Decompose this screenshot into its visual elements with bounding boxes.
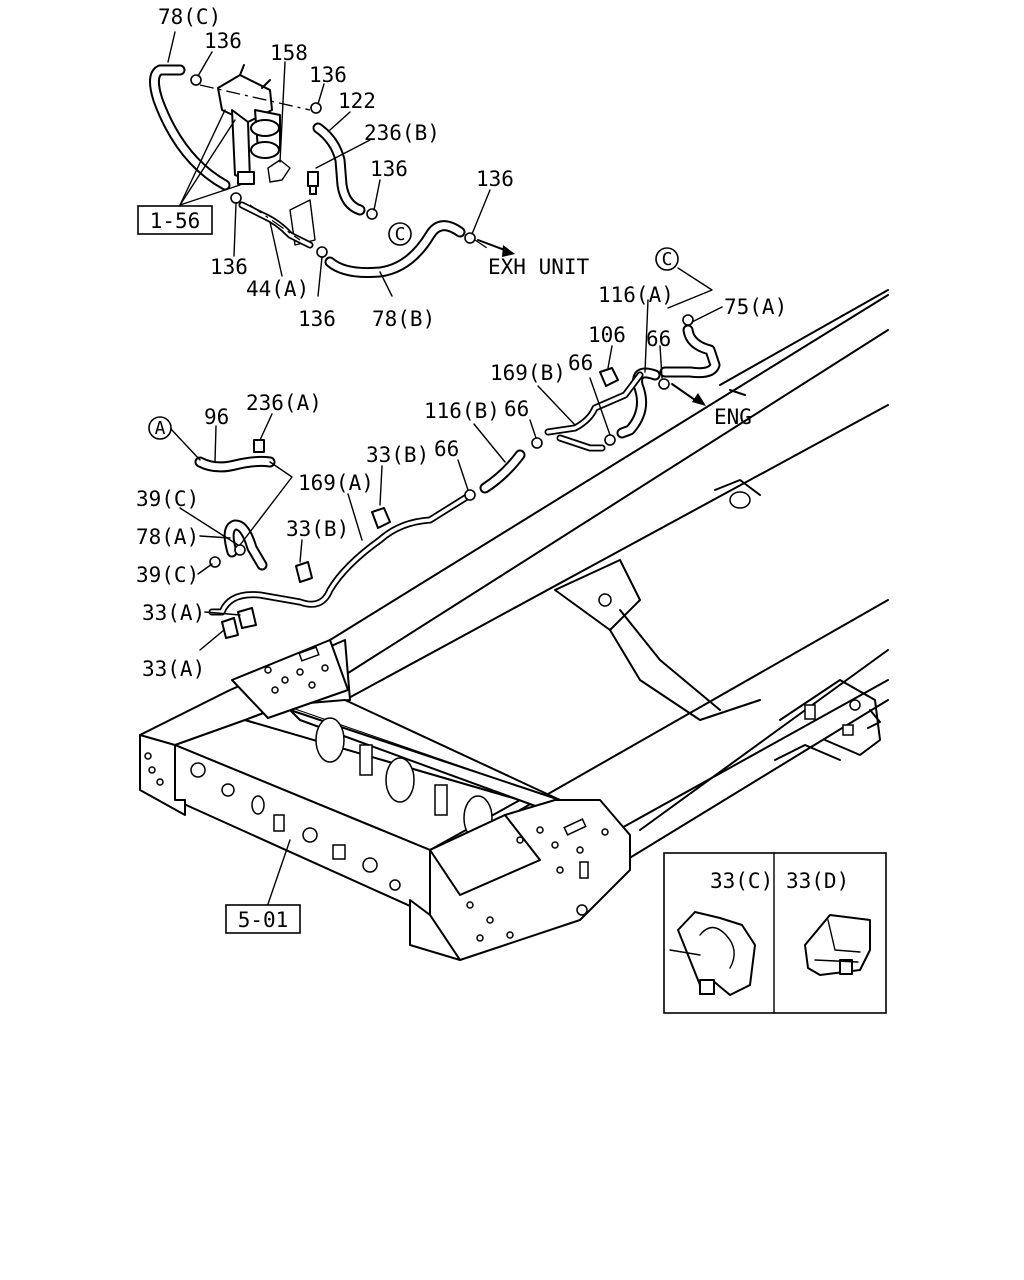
part-label-75a[interactable]: 75(A) bbox=[724, 295, 787, 319]
circle-marker-c-right: C bbox=[662, 249, 673, 270]
part-label-39c[interactable]: 39(C) bbox=[136, 487, 199, 511]
part-label-78c[interactable]: 78(C) bbox=[158, 5, 221, 29]
part-label-39c[interactable]: 39(C) bbox=[136, 563, 199, 587]
part-labels: 78(C) 136 158 136 122 236(B) 136 136 136… bbox=[136, 5, 849, 893]
part-label-116b[interactable]: 116(B) bbox=[424, 399, 500, 423]
part-label-136[interactable]: 136 bbox=[309, 63, 347, 87]
part-label-78b[interactable]: 78(B) bbox=[372, 307, 435, 331]
part-label-136[interactable]: 136 bbox=[298, 307, 336, 331]
part-label-169a[interactable]: 169(A) bbox=[298, 471, 374, 495]
chassis-frame bbox=[139, 289, 889, 961]
ref-label-5-01[interactable]: 5-01 bbox=[238, 908, 289, 932]
exh-unit-label: EXH UNIT bbox=[488, 255, 590, 279]
part-label-236a[interactable]: 236(A) bbox=[246, 391, 322, 415]
part-label-66[interactable]: 66 bbox=[646, 327, 671, 351]
part-label-33a[interactable]: 33(A) bbox=[142, 601, 205, 625]
part-label-44a[interactable]: 44(A) bbox=[246, 277, 309, 301]
part-label-33b[interactable]: 33(B) bbox=[286, 517, 349, 541]
part-label-66[interactable]: 66 bbox=[434, 437, 459, 461]
circle-marker-a: A bbox=[155, 418, 166, 439]
part-label-66[interactable]: 66 bbox=[568, 351, 593, 375]
ref-label-1-56[interactable]: 1-56 bbox=[150, 209, 201, 233]
part-label-33b[interactable]: 33(B) bbox=[366, 443, 429, 467]
part-label-66[interactable]: 66 bbox=[504, 397, 529, 421]
reference-markers: C C A bbox=[148, 222, 679, 440]
eng-label: ENG bbox=[714, 405, 752, 429]
leader-lines bbox=[167, 31, 723, 905]
part-label-106[interactable]: 106 bbox=[588, 323, 626, 347]
part-label-136[interactable]: 136 bbox=[476, 167, 514, 191]
part-label-78a[interactable]: 78(A) bbox=[136, 525, 199, 549]
purge-valve-assembly bbox=[149, 64, 515, 278]
part-label-33c[interactable]: 33(C) bbox=[710, 869, 773, 893]
part-label-169b[interactable]: 169(B) bbox=[490, 361, 566, 385]
part-label-122[interactable]: 122 bbox=[338, 89, 376, 113]
part-label-136[interactable]: 136 bbox=[204, 29, 242, 53]
part-label-236b[interactable]: 236(B) bbox=[364, 121, 440, 145]
part-label-96[interactable]: 96 bbox=[204, 405, 229, 429]
vapor-pipe-assembly bbox=[169, 267, 721, 639]
part-label-136[interactable]: 136 bbox=[370, 157, 408, 181]
ref-box-1-56 bbox=[137, 205, 213, 235]
part-label-33a[interactable]: 33(A) bbox=[142, 657, 205, 681]
part-label-116a[interactable]: 116(A) bbox=[598, 283, 674, 307]
circle-marker-c-top: C bbox=[395, 224, 406, 245]
part-label-158[interactable]: 158 bbox=[270, 41, 308, 65]
part-label-136[interactable]: 136 bbox=[210, 255, 248, 279]
part-label-33d[interactable]: 33(D) bbox=[786, 869, 849, 893]
ref-box-5-01 bbox=[225, 904, 301, 934]
clip-detail-box bbox=[663, 852, 887, 1014]
